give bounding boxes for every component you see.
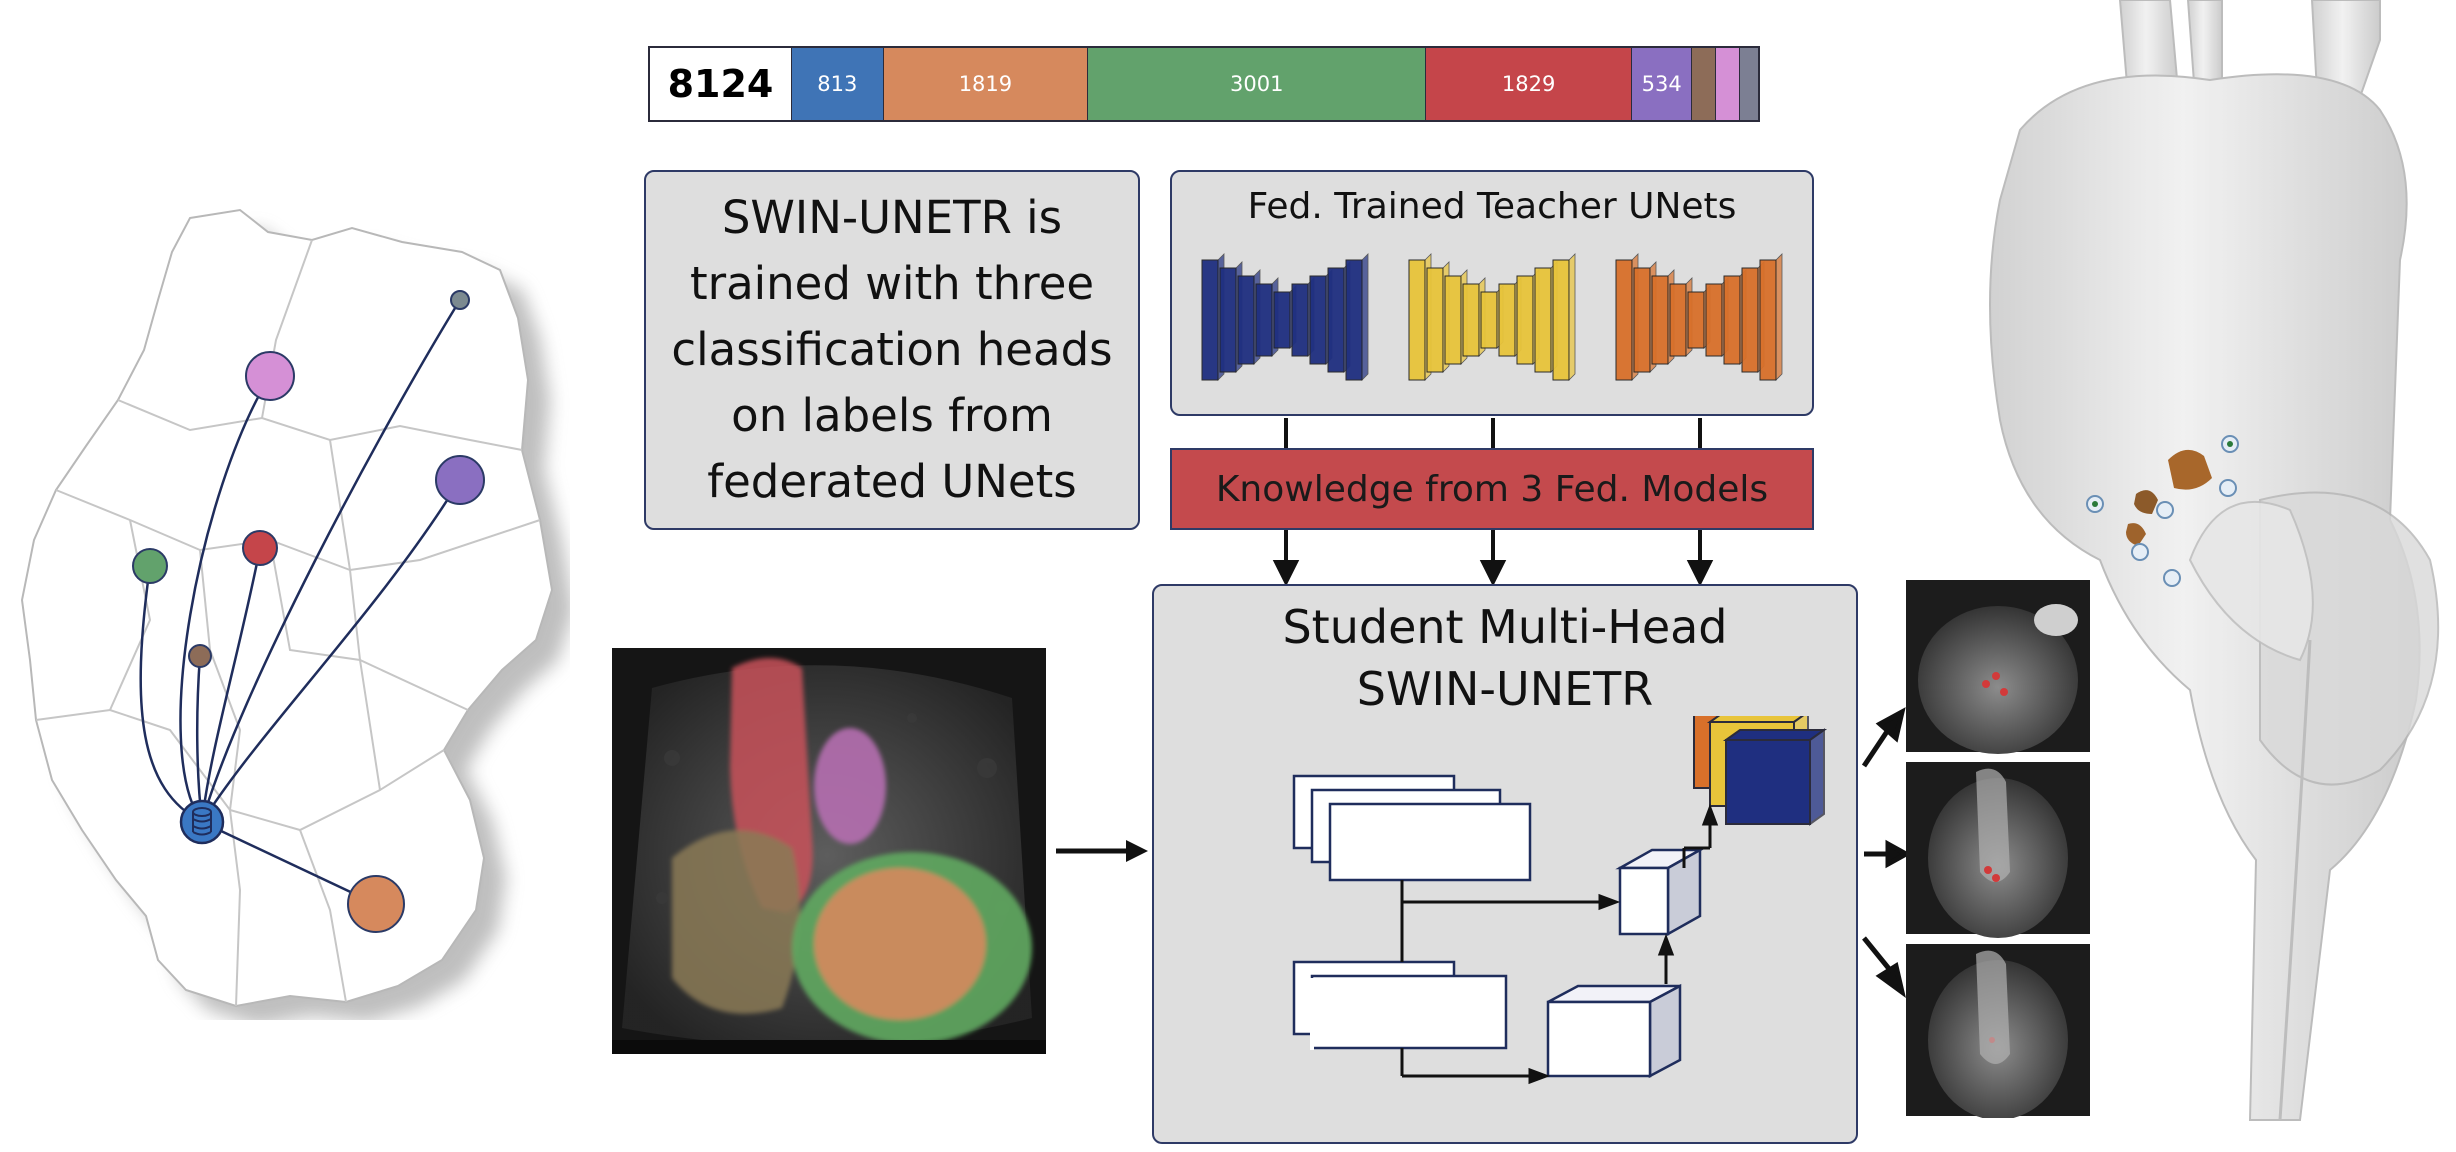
arrow-down-right-icon <box>1875 962 1906 998</box>
germany-map <box>20 208 570 1020</box>
output-slice-1 <box>1906 580 2090 754</box>
landmark-markers <box>2086 435 2239 587</box>
teacher-connectors <box>1272 418 1714 586</box>
teacher-box-title: Fed. Trained Teacher UNets <box>1247 186 1737 227</box>
site-network <box>132 290 485 933</box>
network-links <box>139 299 462 906</box>
site-node-5[interactable] <box>188 644 212 668</box>
student-box-title: Student Multi-Head SWIN-UNETR <box>1154 596 1856 720</box>
teacher-unet-icon <box>1408 253 1576 381</box>
knowledge-banner: Knowledge from 3 Fed. Models <box>1170 448 1814 530</box>
student-title-line2: SWIN-UNETR <box>1356 662 1654 716</box>
input-arrow <box>1056 840 1148 862</box>
arrow-right-icon <box>1885 839 1910 869</box>
arrow-up-right-icon <box>1875 707 1906 743</box>
site-node-3[interactable] <box>132 548 168 584</box>
arrow-up-icon <box>1657 933 1675 956</box>
aortic-arch <box>1989 73 2421 1121</box>
output-slice-3 <box>1906 944 2090 1118</box>
encoder-blocks <box>1292 774 1532 1050</box>
germany-outline <box>20 208 554 1008</box>
count-segment: 3001 <box>1088 48 1427 120</box>
arrow-up-icon <box>1701 803 1719 826</box>
swin-unetr-architecture <box>1292 716 1828 1085</box>
arrow-right-icon <box>1598 893 1621 911</box>
site-nodes <box>132 290 485 933</box>
count-segment: 1819 <box>883 48 1089 120</box>
total-count: 8124 <box>650 48 792 120</box>
student-model-box: Student Multi-Head SWIN-UNETR <box>1152 584 1858 1144</box>
teacher-unet-icon <box>1201 253 1369 381</box>
arrow-down-icon <box>1686 560 1714 586</box>
count-segment <box>1692 48 1717 120</box>
site-node-1[interactable] <box>245 351 295 401</box>
site-node-2[interactable] <box>435 455 485 505</box>
output-head-icon <box>1722 728 1828 826</box>
teacher-unets-box: Fed. Trained Teacher UNets <box>1170 170 1814 416</box>
central-database-icon[interactable] <box>179 799 225 845</box>
arrow-right-icon <box>1126 840 1148 862</box>
teacher-unet-icon <box>1615 253 1783 381</box>
output-heads <box>1693 716 1828 826</box>
output-slice-2 <box>1906 762 2090 938</box>
arrow-down-icon <box>1479 560 1507 586</box>
teacher-models <box>1201 253 1783 381</box>
calcification-overlay <box>2126 449 2212 546</box>
output-slices <box>1906 580 2090 1118</box>
description-text: SWIN-UNETR is trained with three classif… <box>671 191 1113 508</box>
output-arrows <box>1861 707 1910 998</box>
count-segment: 813 <box>792 48 884 120</box>
count-segment <box>1716 48 1740 120</box>
description-box: SWIN-UNETR is trained with three classif… <box>644 170 1140 530</box>
arrow-right-icon <box>1528 1067 1551 1085</box>
segmentation-overlay <box>672 658 1032 1044</box>
arrow-down-icon <box>1272 560 1300 586</box>
ct-input-image <box>612 648 1046 1054</box>
site-node-7[interactable] <box>450 290 470 310</box>
count-segment <box>1739 48 1758 120</box>
decoder-blocks <box>1546 847 1705 1079</box>
student-title-line1: Student Multi-Head <box>1282 600 1728 654</box>
count-segment: 1829 <box>1426 48 1633 120</box>
aorta-3d-render <box>1989 0 2440 1121</box>
site-node-4[interactable] <box>242 530 278 566</box>
site-node-6[interactable] <box>347 875 405 933</box>
skip-arrows <box>1400 803 1719 1085</box>
knowledge-banner-text: Knowledge from 3 Fed. Models <box>1215 468 1769 510</box>
count-segment: 534 <box>1632 48 1693 120</box>
